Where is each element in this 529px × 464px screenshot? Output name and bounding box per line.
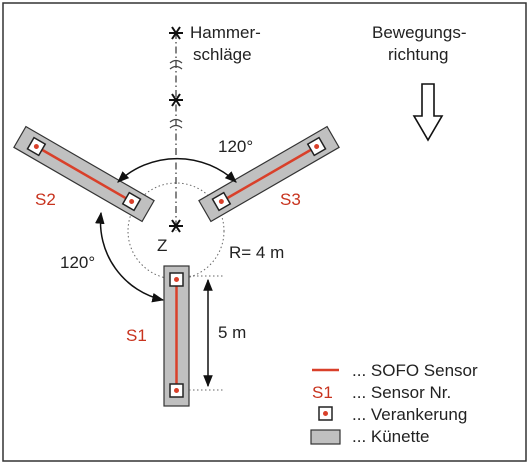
direction-label-line1: Bewegungs-	[372, 23, 467, 42]
radius-circle	[127, 182, 225, 280]
legend-anchor-text: ... Verankerung	[352, 405, 467, 424]
trench-s2	[13, 125, 155, 223]
angle-label-left: 120°	[60, 253, 95, 272]
sensor-label-s3: S3	[280, 190, 301, 209]
hammer-label-line1: Hammer-	[190, 23, 261, 42]
movement-direction-arrow	[412, 83, 444, 142]
trench-s3	[198, 125, 340, 223]
direction-label-line2: richtung	[388, 45, 448, 64]
length-label: 5 m	[218, 323, 246, 342]
legend-sensor-symbol: S1	[312, 383, 333, 402]
legend: ... SOFO Sensor S1 ... Sensor Nr. ... Ve…	[310, 361, 478, 446]
sensor-label-s1: S1	[126, 326, 147, 345]
axis-break-top	[169, 59, 183, 70]
angle-label-top: 120°	[218, 137, 253, 156]
legend-trench-icon	[310, 429, 341, 445]
legend-sensor-text: ... Sensor Nr.	[352, 383, 451, 402]
trench-s1	[163, 265, 190, 407]
hammer-label-line2: schläge	[193, 45, 252, 64]
angle-arc-left	[95, 211, 165, 303]
center-label: Z	[157, 236, 167, 255]
legend-trench-text: ... Künette	[352, 427, 430, 446]
axis-break-bottom	[169, 118, 183, 129]
hammer-strike-marks	[169, 26, 183, 233]
radius-label: R= 4 m	[229, 243, 284, 262]
sensor-label-s2: S2	[35, 190, 56, 209]
legend-sofo-text: ... SOFO Sensor	[352, 361, 478, 380]
angle-arc-top	[117, 157, 237, 183]
